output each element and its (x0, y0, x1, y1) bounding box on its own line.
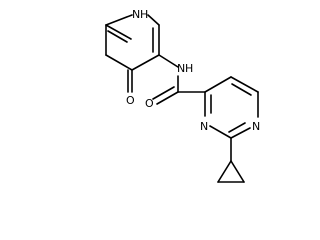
bond-pyrimidine-c5-c6 (230, 76, 259, 93)
bond-c3-amide-n (158, 54, 179, 68)
bond-ring-c6-c5 (105, 24, 132, 40)
bond-pyrimidine-n1-c2-inner (228, 122, 246, 133)
bond-cyclopropyl-right (230, 160, 245, 183)
bond-pyrimidine-c4-c5 (204, 76, 232, 93)
bond-ring-n1-c2 (147, 14, 160, 26)
bond-ring-c3-c4 (131, 54, 160, 71)
pyrimidine-nitrogen-top-label: N (200, 120, 208, 133)
amide-hydrogen-label: H (185, 62, 193, 75)
bond-pyrimidine-n1-c2 (230, 127, 251, 139)
molecule-canvas: N H O N H O N N (105, 8, 261, 183)
pyrimidine-nitrogen-bottom-label: N (252, 120, 260, 133)
bond-ring-c6-n1 (105, 14, 133, 26)
amide-oxygen-label: O (145, 97, 154, 110)
molecule-structure: N H O N H O N N (105, 8, 260, 183)
bond-cyclopropyl-left (217, 160, 232, 183)
pyridone-oxygen-label: O (126, 94, 135, 107)
pyridone-n-h-label: N (132, 8, 140, 21)
amide-nitrogen-label: N (177, 62, 185, 75)
bond-carbonyl-oxygen (156, 91, 179, 105)
pyridone-hydrogen-label: H (140, 8, 148, 21)
bond-ring-c4-c5 (105, 54, 133, 71)
bond-pyrimidine-c2-n3 (209, 125, 232, 139)
bond-ring-c6-c5-inner (107, 30, 128, 43)
bond-pyrimidine-c5-c6-inner (231, 83, 252, 96)
bond-carbonyl-oxygen-double (152, 86, 175, 100)
